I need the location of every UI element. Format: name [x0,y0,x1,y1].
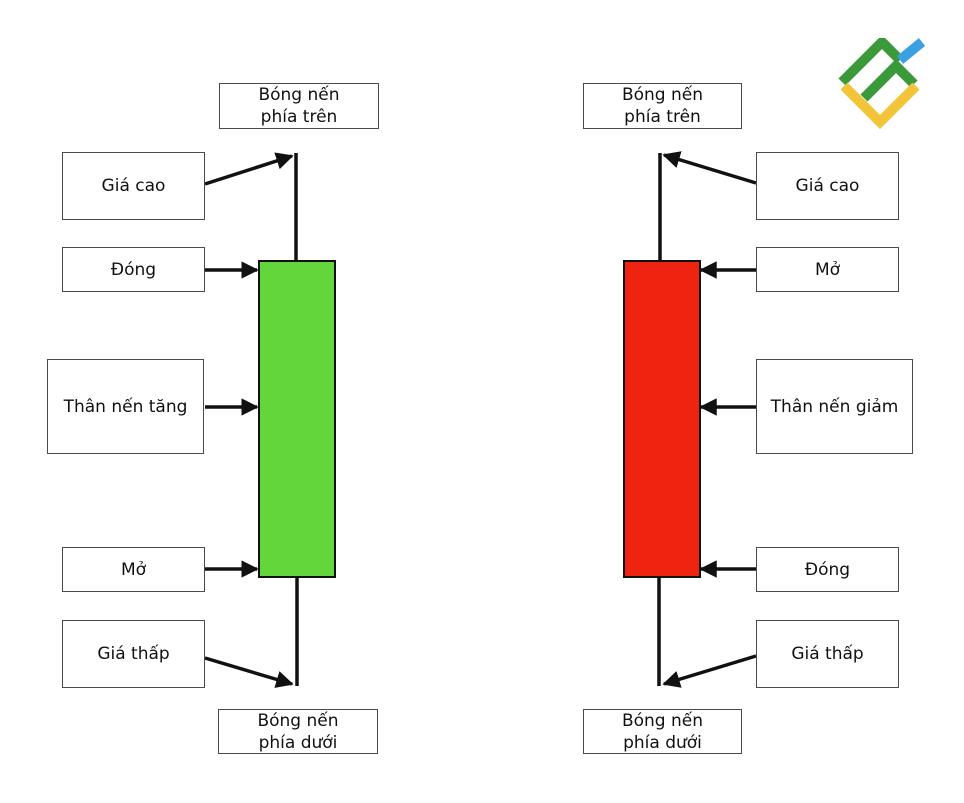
bearish-high-label: Giá cao [756,152,899,220]
bearish-low-arrow [662,654,757,688]
bullish-high-arrow [204,152,294,186]
bearish-low-label: Giá thấp [756,620,899,688]
bullish-candle-body [258,260,336,578]
brand-logo-icon [838,38,926,130]
bullish-open-label: Mở [62,547,205,592]
bearish-body-label: Thân nến giảm [756,359,913,454]
bearish-open-label: Mở [756,247,899,292]
bullish-low-arrow [204,656,294,688]
bullish-low-label: Giá thấp [62,620,205,688]
bearish-high-arrow [662,151,757,185]
bearish-candle-body [623,260,701,578]
bullish-body-label: Thân nến tăng [47,359,204,454]
bullish-close-label: Đóng [62,247,205,292]
bullish-high-label: Giá cao [62,152,205,220]
bearish-close-label: Đóng [756,547,899,592]
